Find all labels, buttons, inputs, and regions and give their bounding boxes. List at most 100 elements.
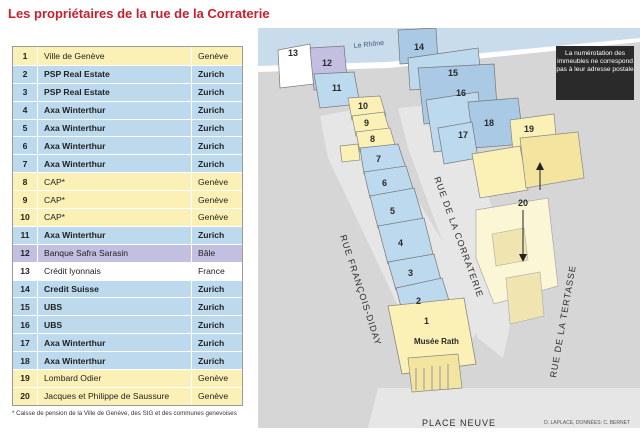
row-owner: Axa Winterthur (38, 101, 192, 119)
row-city: Zurich (198, 69, 225, 80)
row-city: Genève (198, 373, 229, 384)
row-city: Genève (198, 391, 229, 402)
row-number: 18 (13, 352, 38, 370)
row-owner: Credit Suisse (38, 280, 192, 298)
svg-text:3: 3 (408, 268, 413, 278)
row-number: 17 (13, 334, 38, 352)
svg-text:9: 9 (364, 118, 369, 128)
row-owner: Ville de Genève (38, 47, 192, 65)
credit-text: D. LAPLACE, DONNÉES: C. BERNET (544, 420, 630, 426)
row-number: 14 (13, 280, 38, 298)
svg-text:17: 17 (458, 130, 468, 140)
row-city: Genève (198, 176, 229, 187)
row-owner: CAP* (38, 209, 192, 226)
row-number: 16 (13, 316, 38, 334)
svg-text:Le Rhône: Le Rhône (353, 40, 384, 50)
row-city: Zurich (198, 158, 225, 169)
row-number: 7 (13, 155, 38, 173)
row-owner: CAP* (38, 173, 192, 191)
svg-text:18: 18 (484, 118, 494, 128)
row-number: 6 (13, 137, 38, 155)
row-city: Zurich (198, 355, 225, 366)
row-owner: Banque Safra Sarasin (38, 244, 192, 262)
row-number: 15 (13, 298, 38, 316)
svg-text:6: 6 (382, 178, 387, 188)
row-owner: Axa Winterthur (38, 334, 192, 352)
row-city: Zurich (198, 319, 225, 330)
row-number: 5 (13, 119, 38, 137)
row-number: 3 (13, 83, 38, 101)
row-number: 20 (13, 387, 38, 405)
page-title: Les propriétaires de la rue de la Corrat… (8, 6, 270, 21)
svg-text:15: 15 (448, 68, 458, 78)
numbering-note: La numérotation des immeubles ne corresp… (556, 46, 634, 100)
svg-text:11: 11 (332, 83, 342, 93)
svg-text:4: 4 (398, 238, 403, 248)
row-owner: UBS (38, 316, 192, 334)
row-number: 11 (13, 226, 38, 244)
svg-text:PLACE NEUVE: PLACE NEUVE (422, 418, 496, 428)
row-number: 8 (13, 173, 38, 191)
row-city: Genève (198, 50, 229, 61)
row-city: Bâle (198, 248, 216, 259)
row-owner: Lombard Odier (38, 370, 192, 387)
row-city: France (198, 266, 225, 277)
svg-text:5: 5 (390, 206, 395, 216)
svg-text:8: 8 (370, 134, 375, 144)
svg-text:19: 19 (524, 124, 534, 134)
row-number: 4 (13, 101, 38, 119)
row-city: Genève (198, 212, 229, 223)
svg-text:14: 14 (414, 42, 424, 52)
row-city: Zurich (198, 301, 225, 312)
footnote: * Caisse de pension de la Ville de Genèv… (12, 410, 237, 417)
row-city: Zurich (198, 337, 225, 348)
row-city: Genève (198, 194, 229, 205)
row-owner: Axa Winterthur (38, 119, 192, 137)
svg-text:16: 16 (456, 88, 466, 98)
row-owner: CAP* (38, 191, 192, 209)
svg-text:13: 13 (288, 48, 298, 58)
row-number: 1 (13, 47, 38, 65)
row-city: Zurich (198, 230, 225, 241)
row-number: 13 (13, 262, 38, 280)
row-owner: PSP Real Estate (38, 65, 192, 83)
svg-text:10: 10 (358, 101, 368, 111)
row-owner: PSP Real Estate (38, 83, 192, 101)
row-owner: Axa Winterthur (38, 137, 192, 155)
row-number: 12 (13, 244, 38, 262)
row-number: 2 (13, 65, 38, 83)
row-number: 19 (13, 370, 38, 387)
row-number: 9 (13, 191, 38, 209)
row-owner: Axa Winterthur (38, 155, 192, 173)
row-city: Zurich (198, 284, 225, 295)
svg-text:7: 7 (376, 154, 381, 164)
svg-text:Musée Rath: Musée Rath (414, 337, 459, 346)
svg-text:1: 1 (424, 316, 429, 326)
row-owner: UBS (38, 298, 192, 316)
row-city: Zurich (198, 105, 225, 116)
svg-text:20: 20 (518, 198, 528, 208)
row-owner: Crédit lyonnais (38, 262, 192, 280)
row-city: Zurich (198, 140, 225, 151)
row-owner: Axa Winterthur (38, 226, 192, 244)
row-city: Zurich (198, 123, 225, 133)
